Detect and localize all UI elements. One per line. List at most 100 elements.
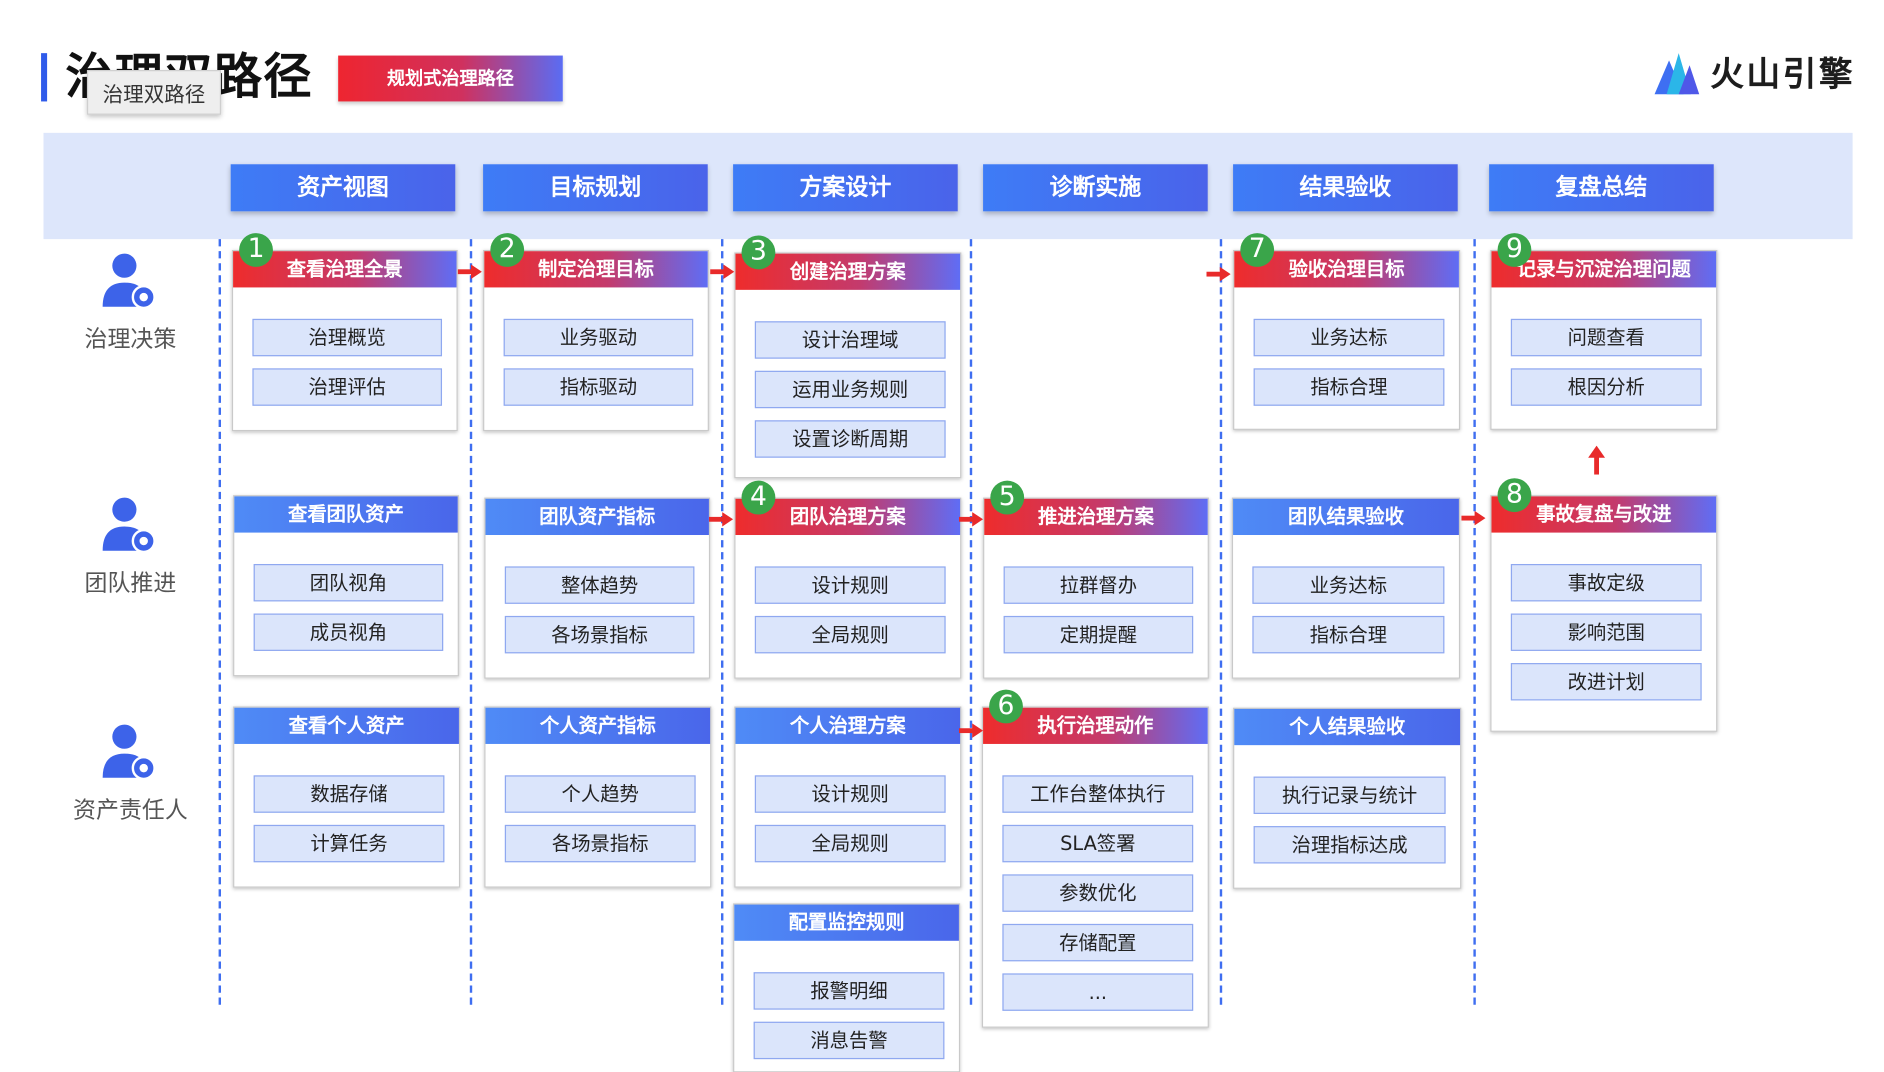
card-item: 治理评估	[252, 368, 443, 406]
hover-tooltip: 治理双路径	[86, 70, 222, 115]
step-number-badge: 8	[1497, 478, 1532, 513]
step-card: 推进治理方案拉群督办定期提醒	[983, 497, 1209, 679]
card-item: 参数优化	[1002, 874, 1194, 912]
step-card: 个人资产指标个人趋势各场景指标	[484, 706, 712, 888]
step-card: 验收治理目标业务达标指标合理	[1233, 249, 1461, 430]
role-3: 资产责任人	[58, 722, 203, 825]
flow-arrow-right-icon	[1206, 263, 1231, 282]
step-card: 记录与沉淀治理问题问题查看根因分析	[1490, 249, 1718, 430]
step-card: 个人治理方案设计规则全局规则	[734, 706, 962, 888]
step-card: 制定治理目标业务驱动指标驱动	[483, 249, 709, 432]
role-label: 资产责任人	[73, 797, 188, 824]
step-number-badge: 7	[1240, 233, 1275, 267]
step-card: 团队资产指标整体趋势各场景指标	[484, 497, 711, 679]
step-card: 查看个人资产数据存储计算任务	[233, 706, 461, 888]
card-item: 消息告警	[753, 1021, 945, 1060]
card-item: 根因分析	[1510, 368, 1702, 406]
flow-arrow-right-icon	[958, 508, 984, 527]
card-item: 业务达标	[1253, 318, 1445, 357]
user-gear-icon	[58, 495, 203, 558]
step-card: 个人结果验收执行记录与统计治理指标达成	[1233, 707, 1462, 889]
card-title: 团队资产指标	[485, 498, 709, 536]
card-item: 数据存储	[253, 775, 445, 813]
phase-divider	[469, 239, 473, 1005]
card-item: 存储配置	[1002, 923, 1194, 962]
card-item: 影响范围	[1510, 613, 1702, 651]
step-number-badge: 3	[741, 235, 776, 270]
phase-header: 结果验收	[1233, 164, 1458, 212]
card-item: ...	[1002, 973, 1194, 1011]
phase-divider	[218, 239, 222, 1005]
phase-divider	[1473, 239, 1476, 1005]
card-item: 各场景指标	[504, 615, 695, 654]
card-title: 团队结果验收	[1233, 498, 1459, 536]
step-card: 事故复盘与改进事故定级影响范围改进计划	[1490, 495, 1718, 732]
role-2: 团队推进	[58, 495, 203, 598]
role-label: 治理决策	[84, 326, 177, 353]
card-item: 整体趋势	[504, 566, 695, 604]
card-item: 个人趋势	[504, 775, 696, 813]
title-accent-bar	[41, 53, 48, 102]
step-card: 团队结果验收业务达标指标合理	[1231, 497, 1461, 679]
flow-arrow-right-icon	[958, 720, 984, 738]
phase-header: 复盘总结	[1489, 164, 1714, 212]
flow-arrow-right-icon	[710, 261, 735, 279]
card-item: 工作台整体执行	[1002, 775, 1194, 813]
card-item: 事故定级	[1510, 563, 1702, 602]
card-item: 计算任务	[253, 824, 445, 863]
card-title: 个人治理方案	[735, 707, 961, 744]
phase-header: 方案设计	[733, 164, 958, 212]
card-item: 运用业务规则	[754, 370, 946, 409]
logo-text: 火山引擎	[1710, 54, 1856, 95]
step-card: 查看团队资产团队视角成员视角	[233, 495, 459, 677]
phase-divider	[1219, 239, 1223, 1005]
flow-arrow-right-icon	[1461, 507, 1486, 526]
flow-arrow-right-icon	[708, 508, 734, 527]
card-item: 设置诊断周期	[754, 420, 946, 458]
card-item: 全局规则	[754, 615, 946, 654]
phase-header: 诊断实施	[983, 164, 1208, 212]
card-title: 个人结果验收	[1234, 708, 1461, 746]
user-gear-icon	[58, 722, 203, 785]
step-number-badge: 4	[741, 480, 776, 515]
card-item: 报警明细	[753, 972, 945, 1010]
card-item: 指标合理	[1252, 615, 1445, 654]
phase-divider	[720, 239, 724, 1005]
card-item: 治理指标达成	[1253, 826, 1446, 864]
phase-header: 资产视图	[230, 164, 456, 212]
brand-logo: 火山引擎	[1652, 48, 1855, 96]
card-item: SLA签署	[1002, 824, 1194, 863]
card-item: 定期提醒	[1003, 615, 1194, 654]
card-item: 全局规则	[754, 824, 946, 863]
card-item: 设计规则	[754, 775, 946, 813]
card-item: 业务达标	[1252, 566, 1445, 604]
phase-divider	[969, 239, 973, 1005]
card-item: 设计治理域	[754, 321, 946, 359]
card-item: 指标驱动	[503, 368, 694, 406]
card-title: 团队治理方案	[735, 498, 961, 536]
flow-arrow-right-icon	[457, 261, 482, 279]
role-1: 治理决策	[58, 251, 203, 354]
card-title: 查看个人资产	[234, 707, 459, 744]
card-title: 事故复盘与改进	[1491, 496, 1717, 533]
step-number-badge: 2	[490, 233, 525, 267]
step-card: 团队治理方案设计规则全局规则	[734, 497, 962, 679]
step-card: 查看治理全景治理概览治理评估	[231, 249, 458, 432]
card-item: 问题查看	[1510, 318, 1702, 357]
path-tag: 规划式治理路径	[338, 55, 563, 102]
card-item: 拉群督办	[1003, 566, 1194, 604]
flow-arrow-up-icon	[1588, 445, 1606, 475]
card-item: 成员视角	[253, 613, 444, 651]
card-title: 个人资产指标	[485, 707, 711, 744]
phase-header: 目标规划	[483, 164, 708, 212]
card-item: 改进计划	[1510, 663, 1702, 701]
step-number-badge: 1	[239, 233, 273, 267]
role-label: 团队推进	[84, 570, 177, 597]
step-number-badge: 6	[989, 689, 1023, 724]
step-card: 创建治理方案设计治理域运用业务规则设置诊断周期	[734, 252, 962, 479]
card-title: 配置监控规则	[734, 904, 959, 941]
card-item: 指标合理	[1253, 368, 1445, 406]
user-gear-icon	[58, 251, 203, 314]
